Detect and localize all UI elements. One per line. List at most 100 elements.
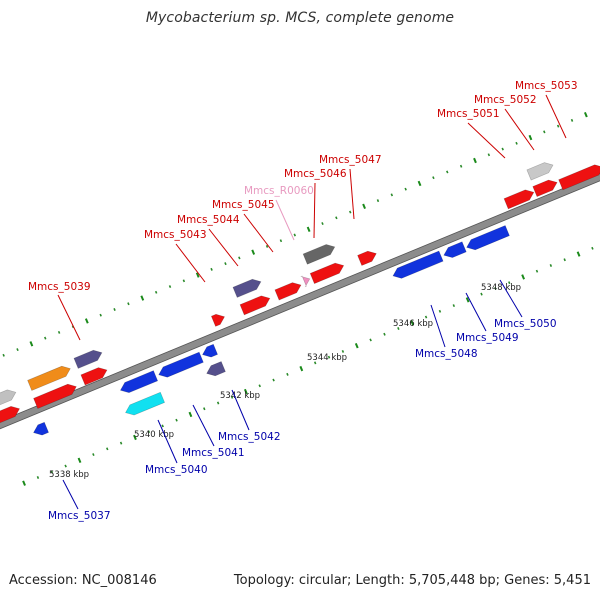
- gene-label: Mmcs_5037: [48, 510, 111, 522]
- gene-f-blue-5050: [466, 225, 510, 251]
- gene-f-red-5053: [558, 164, 600, 191]
- label-leader: [62, 479, 79, 510]
- ruler-tick-reverse: [216, 401, 220, 405]
- gene-f-blue-5041: [158, 351, 204, 378]
- ruler-tick-reverse: [77, 457, 82, 463]
- gene-f-grey-5046: [302, 244, 336, 265]
- ruler-tick-reverse: [576, 251, 581, 257]
- ruler-tick-forward: [293, 233, 296, 237]
- gene-f-purple-5044: [232, 278, 262, 298]
- gene-f-red-5046: [309, 262, 345, 284]
- scale-label: 5346 kbp: [393, 319, 433, 329]
- ruler-tick-reverse: [203, 407, 206, 411]
- ruler-tick-forward: [44, 336, 47, 340]
- ruler-tick-forward: [2, 353, 5, 357]
- ruler-tick-forward: [113, 308, 116, 311]
- ruler-tick-forward: [195, 272, 200, 278]
- ruler-tick-forward: [224, 262, 227, 266]
- ruler-tick-forward: [446, 170, 449, 174]
- ruler-tick-reverse: [299, 365, 304, 372]
- ruler-tick-forward: [570, 118, 574, 122]
- label-leader: [545, 94, 567, 139]
- ruler-tick-reverse: [591, 246, 594, 250]
- gene-f-red-5039a: [33, 383, 77, 409]
- ruler-tick-reverse: [535, 269, 539, 273]
- ruler-tick-reverse: [50, 470, 54, 474]
- genome-summary-text: Topology: circular; Length: 5,705,448 bp…: [233, 573, 591, 588]
- ruler-tick-forward: [362, 203, 366, 210]
- gene-f-blue-small: [202, 343, 218, 358]
- ruler-tick-forward: [210, 267, 213, 271]
- ruler-tick-forward: [99, 313, 102, 317]
- ruler-tick-forward: [279, 239, 283, 243]
- gene-label: Mmcs_5049: [456, 332, 519, 344]
- ruler-tick-reverse: [465, 297, 470, 303]
- gene-f-red-left1: [0, 406, 21, 424]
- ruler-tick-forward: [349, 210, 352, 214]
- gene-f-purple-5042: [206, 361, 226, 377]
- accession-text: Accession: NC_008146: [9, 573, 157, 588]
- ruler-tick-forward: [584, 111, 588, 118]
- label-leader: [57, 294, 81, 341]
- gene-label: Mmcs_5043: [144, 229, 207, 241]
- label-leader: [349, 168, 355, 220]
- ruler-tick-forward: [238, 256, 241, 260]
- gene-label: Mmcs_5050: [494, 318, 557, 330]
- backbone-band: [0, 172, 600, 430]
- gene-f-red-5051: [503, 189, 535, 210]
- gene-label: Mmcs_5048: [415, 348, 478, 360]
- ruler-tick-reverse: [133, 434, 137, 441]
- gene-f-red-5039b: [80, 367, 108, 386]
- ruler-tick-forward: [417, 180, 422, 187]
- ruler-tick-forward: [321, 222, 324, 225]
- ruler-tick-forward: [57, 330, 61, 334]
- gene-f-blue-5048: [392, 250, 444, 279]
- gene-label: Mmcs_5039: [28, 281, 91, 293]
- ruler-tick-reverse: [258, 384, 261, 388]
- gene-label: Mmcs_5045: [212, 199, 275, 211]
- ruler-tick-reverse: [188, 411, 193, 418]
- gene-f-blue-5040: [119, 370, 159, 393]
- gene-f-grey-left: [0, 389, 17, 406]
- ruler-tick-forward: [528, 134, 533, 141]
- ruler-tick-forward: [556, 124, 560, 128]
- genome-title: Mycobacterium sp. MCS, complete genome: [145, 10, 455, 26]
- scale-label: 5338 kbp: [49, 470, 89, 480]
- label-leader: [313, 182, 316, 239]
- gene-label: Mmcs_5047: [319, 154, 382, 166]
- ruler-tick-reverse: [286, 372, 289, 376]
- ruler-tick-forward: [515, 141, 518, 145]
- ruler-tick-reverse: [36, 476, 40, 479]
- ruler-tick-reverse: [161, 424, 164, 428]
- gene-f-orange: [27, 365, 71, 391]
- ruler-tick-forward: [390, 193, 394, 197]
- ruler-tick-forward: [501, 147, 504, 151]
- ruler-tick-reverse: [508, 281, 511, 285]
- ruler-tick-forward: [182, 279, 186, 283]
- scale-label: 5348 kbp: [481, 283, 521, 293]
- gene-label: Mmcs_5051: [437, 108, 500, 120]
- gene-label: Mmcs_5040: [145, 464, 208, 476]
- label-leader: [465, 292, 487, 332]
- ruler-tick-forward: [543, 130, 546, 134]
- ruler-tick-reverse: [313, 361, 317, 365]
- ruler-tick-forward: [16, 348, 19, 352]
- ruler-tick-forward: [432, 176, 435, 180]
- ruler-tick-forward: [459, 164, 463, 168]
- label-leader: [499, 279, 523, 318]
- gene-label: Mmcs_5046: [284, 168, 347, 180]
- ruler-tick-reverse: [22, 480, 26, 486]
- ruler-tick-forward: [404, 187, 407, 191]
- gene-f-grey-5052: [526, 162, 554, 181]
- scale-label: 5340 kbp: [134, 430, 174, 440]
- ruler-tick-reverse: [397, 327, 400, 330]
- ruler-tick-reverse: [494, 286, 497, 290]
- label-leader: [430, 304, 446, 348]
- gene-label: Mmcs_5041: [182, 447, 245, 459]
- ruler-tick-reverse: [175, 418, 178, 422]
- gene-label: Mmcs_5053: [515, 80, 578, 92]
- label-leader: [208, 228, 239, 267]
- label-leader: [157, 419, 178, 464]
